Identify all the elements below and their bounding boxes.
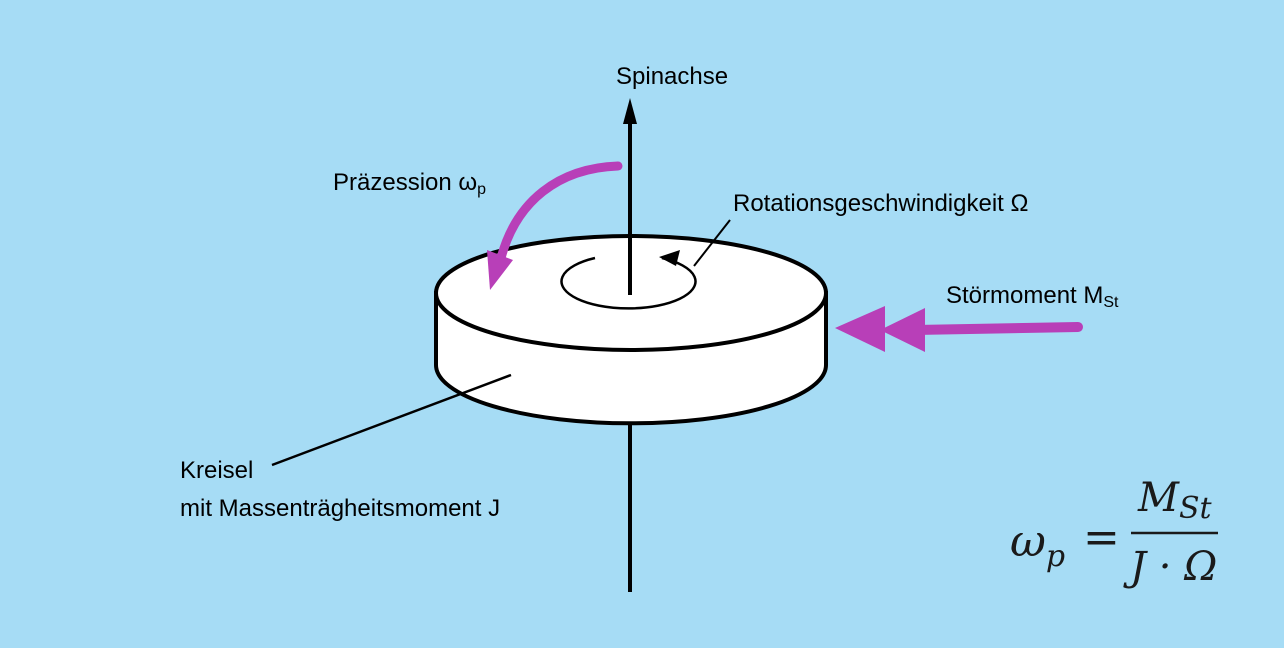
formula-denominator: J · Ω bbox=[1123, 544, 1217, 590]
precession-label: Präzession ωp bbox=[333, 169, 486, 198]
formula-numerator: MSt bbox=[1137, 475, 1213, 526]
disturbance-torque-label: Störmoment MSt bbox=[946, 282, 1119, 311]
precession-arrow-icon bbox=[487, 161, 623, 290]
formula-lhs: ωp bbox=[1010, 516, 1065, 574]
formula-equals: = bbox=[1083, 512, 1120, 563]
rotation-pointer-line bbox=[693, 219, 731, 267]
precession-formula: ωp = MSt J · Ω bbox=[1010, 475, 1218, 590]
rotation-circle bbox=[560, 256, 697, 310]
spin-axis-label: Spinachse bbox=[616, 63, 728, 90]
rotation-speed-label: Rotationsgeschwindigkeit Ω bbox=[733, 190, 1028, 217]
gyro-pointer-line bbox=[271, 373, 512, 467]
gyro-label-line2: mit Massenträgheitsmoment J bbox=[180, 495, 500, 522]
disturbance-arrow-icon bbox=[835, 306, 1083, 352]
spin-axis-arrowhead-icon bbox=[623, 98, 637, 124]
rotation-arrowhead-icon bbox=[659, 250, 680, 266]
gyro-label-line1: Kreisel bbox=[180, 457, 253, 484]
